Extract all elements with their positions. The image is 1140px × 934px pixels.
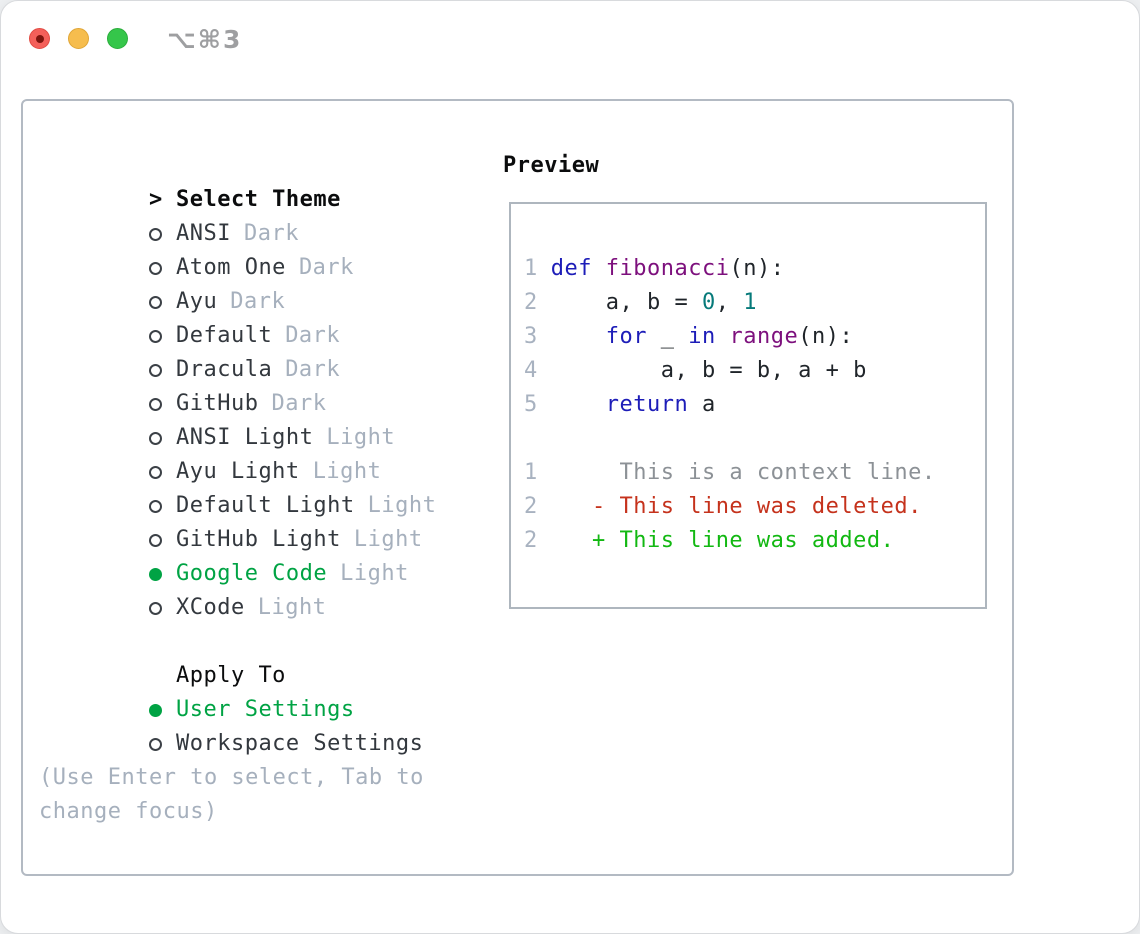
theme-variant: Dark (285, 323, 341, 348)
theme-variant: Light (326, 425, 396, 450)
radio-unselected-icon (148, 727, 176, 761)
apply-option-workspace-settings[interactable]: Workspace Settings (39, 693, 436, 756)
hint-line-2: change focus) (39, 799, 218, 824)
line-number: 2 (524, 494, 538, 519)
unsaved-dot-icon (36, 35, 44, 43)
theme-variant: Dark (271, 391, 327, 416)
theme-variant: Dark (230, 289, 286, 314)
radio-unselected-icon (148, 523, 176, 557)
theme-variant: Light (340, 561, 409, 586)
diff-line-added: 2 + This line was added. (524, 528, 895, 553)
line-number: 1 (524, 256, 538, 281)
radio-unselected-icon (148, 387, 176, 421)
apply-to-header: Apply To (39, 625, 436, 688)
theme-variant: Dark (298, 255, 354, 280)
close-button[interactable] (29, 28, 50, 49)
theme-variant: Light (367, 493, 437, 518)
theme-variant: Light (257, 595, 327, 620)
apply-to-title: Apply To (175, 663, 286, 688)
radio-unselected-icon (148, 285, 176, 319)
radio-unselected-icon (148, 251, 176, 285)
radio-unselected-icon (148, 421, 176, 455)
radio-unselected-icon (148, 455, 176, 489)
radio-selected-icon (148, 557, 176, 591)
window-shortcut-label: ⌥⌘3 (167, 25, 243, 54)
radio-unselected-icon (148, 353, 176, 387)
theme-variant: Light (353, 527, 423, 552)
maximize-button[interactable] (107, 28, 128, 49)
select-theme-header: > Select Theme (39, 149, 436, 212)
line-number: 2 (524, 290, 538, 315)
prompt-caret-icon: > (148, 187, 163, 212)
radio-unselected-icon (148, 489, 176, 523)
radio-selected-icon (148, 693, 176, 727)
line-number: 1 (524, 460, 538, 485)
code-line: 4 a, b = b, a + b (524, 358, 867, 383)
code-line: 3 for _ in range(n): (524, 324, 854, 349)
diff-line-deleted: 2 - This line was deleted. (524, 494, 922, 519)
code-line: 2 a, b = 0, 1 (524, 290, 757, 315)
hint-line-1: (Use Enter to select, Tab to (39, 765, 424, 790)
theme-variant: Light (312, 459, 382, 484)
blank-line (524, 422, 985, 456)
minimize-button[interactable] (68, 28, 89, 49)
line-number: 3 (524, 324, 538, 349)
apply-option-user-settings[interactable]: User Settings (39, 659, 436, 722)
select-theme-title: Select Theme (175, 187, 341, 212)
radio-unselected-icon (148, 217, 176, 251)
preview-title: Preview (503, 153, 600, 178)
theme-variant: Dark (285, 357, 341, 382)
title-bar: ⌥⌘3 (1, 1, 1139, 75)
theme-variant: Dark (243, 221, 299, 246)
code-line: 5 return a (524, 392, 716, 417)
line-number: 5 (524, 392, 538, 417)
diff-line-context: 1 This is a context line. (524, 460, 936, 485)
line-number: 2 (524, 528, 538, 553)
line-number: 4 (524, 358, 538, 383)
radio-unselected-icon (148, 591, 176, 625)
radio-unselected-icon (148, 319, 176, 353)
